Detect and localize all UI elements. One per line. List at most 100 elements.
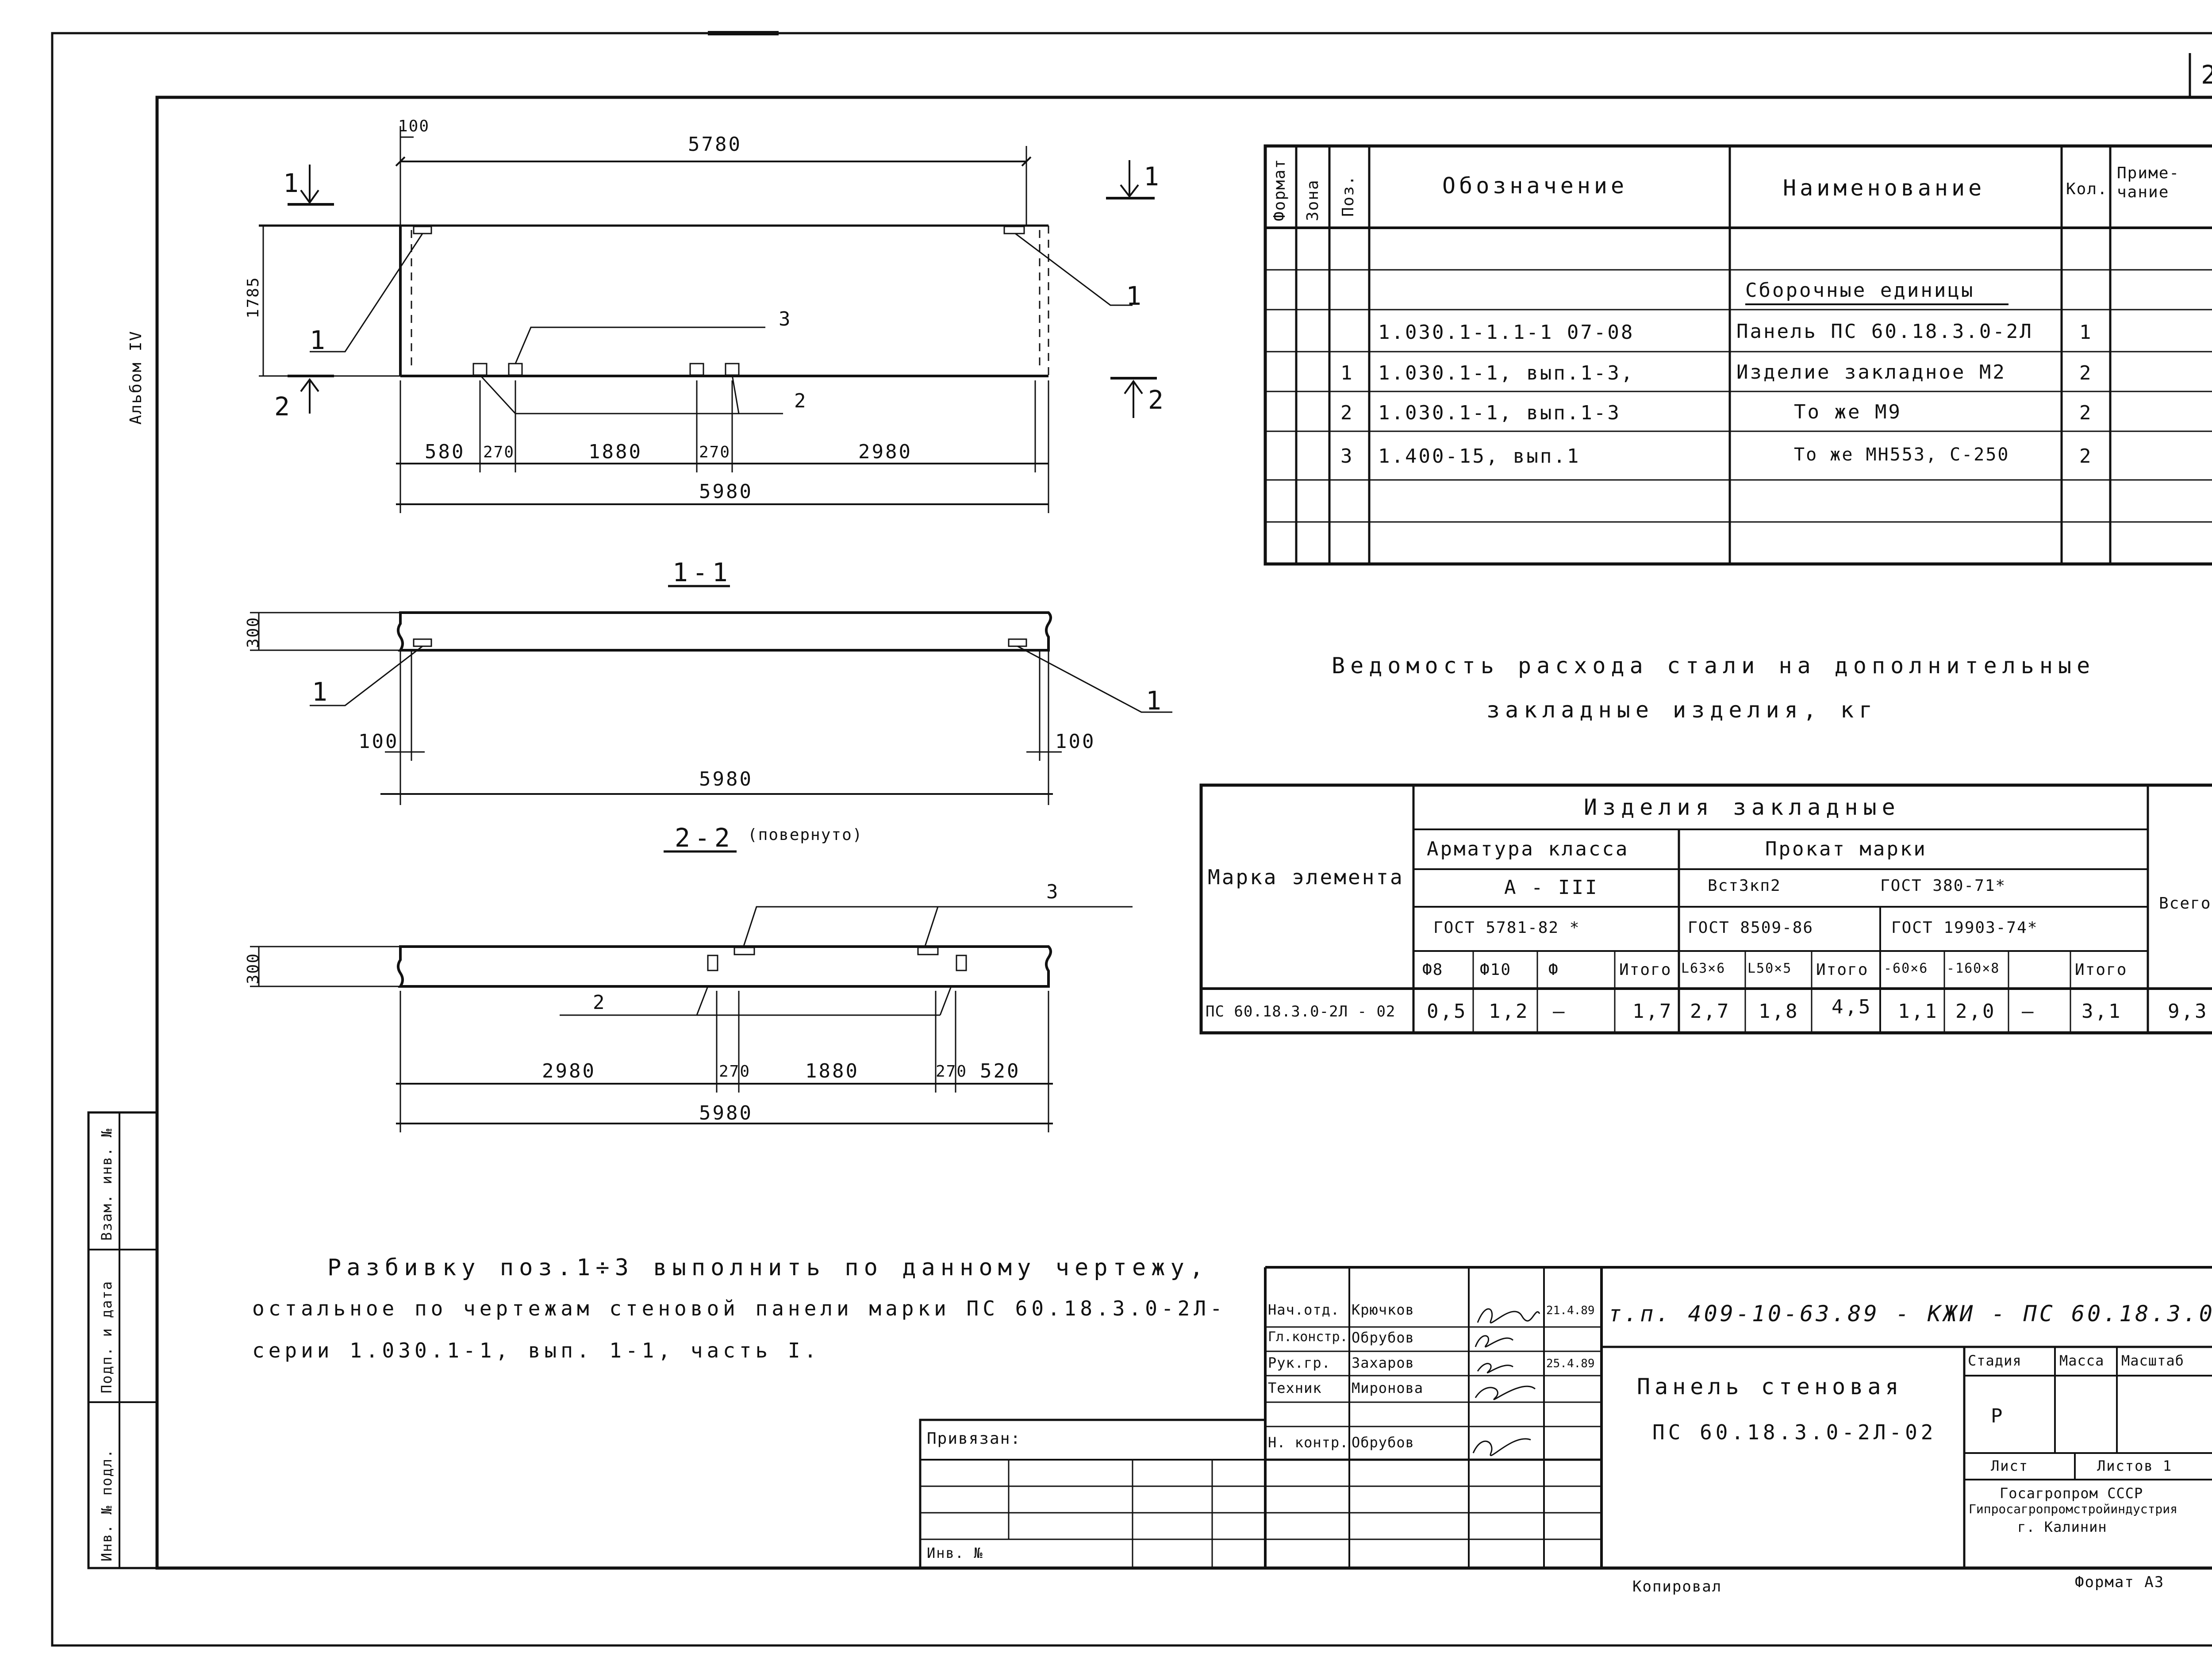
spec-h-designation: Обозначение (1442, 173, 1628, 199)
album-label: Альбом IV (127, 330, 145, 425)
section-2-2-dim-total: 5980 (699, 1102, 753, 1124)
spec-h-qty: Кол. (2066, 180, 2108, 198)
section-1-1-dim-left: 100 (358, 730, 399, 753)
tb-name-2: Захаров (1352, 1354, 1414, 1371)
steel-val-f: — (1553, 1000, 1567, 1023)
tb-date-0: 21.4.89 (1546, 1304, 1595, 1317)
plan-section-mark-2-right: 2 (1148, 385, 1168, 415)
steel-val-f8: 0,5 (1427, 1000, 1467, 1023)
tb-name-3: Миронова (1352, 1380, 1424, 1396)
spec-r2-pos: 2 (1340, 402, 1354, 424)
tb-stage: Р (1991, 1405, 2005, 1427)
tb-name-5: Обрубов (1352, 1434, 1414, 1451)
steel-val-l63: 2,7 (1690, 1000, 1731, 1023)
tb-format: Формат А3 (2075, 1573, 2165, 1591)
steel-col-total-angle: Итого (1816, 961, 1869, 979)
steel-h-rebar-gost: ГОСТ 5781-82 * (1433, 919, 1580, 937)
plan-view (259, 126, 1157, 513)
spec-h-name: Наименование (1783, 175, 1985, 201)
plan-dim-offset: 100 (398, 117, 430, 135)
tb-role-3: Техник (1268, 1380, 1322, 1396)
spec-h-note: Приме- чание (2117, 164, 2180, 202)
section-1-1-thickness: 300 (244, 616, 262, 648)
tb-bound-label: Привязан: (927, 1430, 1022, 1448)
spec-r2-name: То же М9 (1794, 401, 1902, 423)
tb-stage-h: Стадия (1968, 1352, 2022, 1369)
spec-r3-name: То же МН553, С-250 (1794, 445, 2010, 465)
spec-r1-qty: 2 (2079, 362, 2093, 384)
spec-h-format: Формат (1271, 158, 1289, 221)
spec-h-zone: Зона (1304, 179, 1322, 221)
spec-table-grid (1263, 144, 2212, 566)
title-block-grid (919, 1266, 2212, 1569)
side-stamp-inv-orig: Инв. № подл. (98, 1448, 115, 1561)
section-1-1-callout-left: 1 (312, 677, 332, 707)
tb-sheets-h: Листов 1 (2097, 1457, 2173, 1474)
title-block-code: т.п. 409-10-63.89 - КЖИ - ПС 60.18.3.0-2… (1608, 1301, 2212, 1327)
spec-r2-designation: 1.030.1-1, вып.1-3 (1378, 402, 1621, 424)
steel-title-line2: закладные изделия, кг (1486, 697, 1878, 723)
spec-r0-designation: 1.030.1-1.1-1 07-08 (1378, 321, 1635, 344)
tb-mass-h: Масса (2059, 1352, 2104, 1369)
steel-val-total-rebar: 1,7 (1632, 1000, 1673, 1023)
page-number: 28 (2201, 62, 2212, 88)
note-line2: остальное по чертежам стеновой панели ма… (252, 1296, 1226, 1320)
steel-col-f10: Ф10 (1480, 961, 1512, 979)
tb-org3: г. Калинин (2017, 1519, 2107, 1535)
steel-col-total-rebar: Итого (1619, 961, 1672, 979)
side-stamp-grid (87, 1111, 158, 1569)
tb-role-1: Гл.констр. (1268, 1329, 1348, 1345)
section-2-2-dim-2980: 2980 (542, 1060, 596, 1082)
note-line1: Разбивку поз.1÷3 выполнить по данному че… (327, 1254, 1209, 1281)
section-2-2-dim-1880: 1880 (805, 1060, 859, 1082)
section-2-2-subtitle: (повернуто) (748, 826, 863, 844)
section-2-2-dim-270-b: 270 (936, 1062, 968, 1081)
tb-name-line2: ПС 60.18.3.0-2Л-02 (1652, 1420, 1937, 1444)
note-line3: серии 1.030.1-1, вып. 1-1, часть I. (252, 1338, 821, 1362)
steel-h-rolled-gost1: ГОСТ 380-71* (1880, 877, 2006, 895)
section-1-1-dim-total: 5980 (699, 768, 753, 790)
plan-callout-3: 3 (779, 308, 792, 330)
sheet-edge (51, 32, 2212, 1647)
spec-r1-pos: 1 (1340, 362, 1354, 384)
spec-r2-qty: 2 (2079, 402, 2093, 424)
steel-val-160x8: 2,0 (1955, 1000, 1996, 1023)
section-2-2-title: 2-2 (675, 823, 734, 853)
spec-r0-name: Панель ПС 60.18.3.0-2Л (1736, 320, 2033, 343)
steel-h-total: Всего (2159, 894, 2212, 913)
plan-section-mark-1-left: 1 (283, 168, 303, 198)
tb-inv-label: Инв. № (927, 1545, 983, 1561)
steel-val-total-angle: 4,5 (1832, 996, 1872, 1018)
spec-r1-designation: 1.030.1-1, вып.1-3, (1378, 362, 1635, 384)
steel-col-f8: Ф8 (1422, 961, 1444, 979)
tb-org1: Госагропром СССР (2000, 1485, 2143, 1502)
tb-role-5: Н. контр. (1268, 1434, 1349, 1451)
section-2-2-dim-520: 520 (980, 1060, 1021, 1082)
steel-h-rolled: Прокат марки (1765, 838, 1927, 860)
section-1-1-callout-right: 1 (1146, 686, 1166, 716)
steel-val-total: 9,3 (2168, 1000, 2208, 1023)
steel-val-f10: 1,2 (1489, 1000, 1529, 1023)
plan-dim-height: 1785 (244, 276, 262, 318)
section-2-2-callout-2: 2 (593, 991, 607, 1014)
plan-dim-total-top: 5780 (688, 133, 742, 156)
steel-table-grid (1199, 783, 2212, 1035)
plan-dim-580: 580 (425, 441, 465, 463)
spec-r0-qty: 1 (2079, 321, 2093, 344)
tb-name-line1: Панель стеновая (1637, 1374, 1903, 1400)
tb-name-1: Обрубов (1352, 1329, 1414, 1346)
steel-h-rolled-grade: Вст3кп2 (1708, 877, 1781, 895)
spec-h-pos: Поз. (1339, 175, 1357, 217)
plan-dim-2980: 2980 (858, 441, 912, 463)
section-2-2-dim-270-a: 270 (719, 1062, 751, 1081)
spec-r3-qty: 2 (2079, 445, 2093, 468)
plan-callout-1-left: 1 (310, 325, 330, 355)
spec-r3-pos: 3 (1340, 445, 1354, 468)
section-2-2-callout-3: 3 (1046, 881, 1060, 903)
steel-row-element: ПС 60.18.3.0-2Л - 02 (1206, 1003, 1396, 1020)
steel-col-l50: L50×5 (1747, 961, 1792, 976)
tb-role-2: Рук.гр. (1268, 1354, 1331, 1371)
section-2-2-view (250, 906, 1133, 1132)
steel-col-total-plate: Итого (2075, 961, 2128, 979)
plan-section-mark-2-left: 2 (274, 391, 294, 422)
